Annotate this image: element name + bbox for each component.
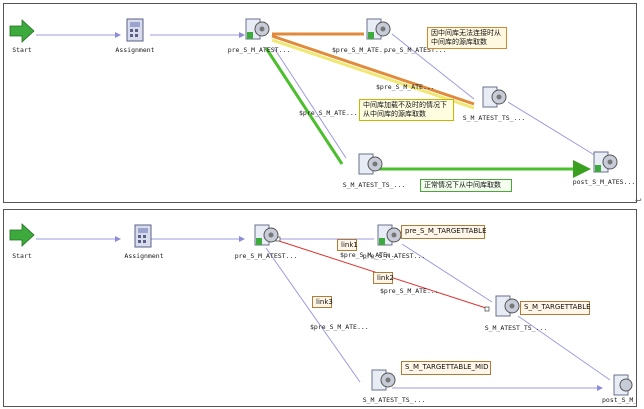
start-arrow-icon xyxy=(9,19,35,43)
bottom-label: S_M_ATEST_TS_... xyxy=(363,396,426,404)
link-pre2-mid[interactable] xyxy=(391,33,475,100)
link-pre2-mid[interactable] xyxy=(401,243,493,303)
link-pre-bottom[interactable] xyxy=(265,247,361,383)
pre-label: pre_S_M_ATEST... xyxy=(228,46,291,54)
link-pre-mid-orange[interactable] xyxy=(271,34,475,106)
start-node[interactable]: Start xyxy=(9,223,35,260)
session-node-pre[interactable]: pre_S_M_ATEST... xyxy=(235,224,298,260)
post-label: post_S_M_ATES... xyxy=(573,178,636,186)
annotation-link1: link1 xyxy=(337,239,358,251)
post-label: post_S_M_... xyxy=(602,396,636,404)
session-node-pre[interactable]: pre_S_M_ATEST... xyxy=(228,18,291,54)
annotation-green: 正常情况下从中间库取数 xyxy=(420,179,512,192)
pre2-label: $pre_S_M_ATE... xyxy=(332,46,391,54)
panel-edge-arrow-icon: ↩ xyxy=(635,196,642,205)
session-node-post[interactable]: post_S_M_ATES... xyxy=(573,151,636,186)
session-node-pre2[interactable]: $pre_S_M_ATE... pre_S_M_ATEST... xyxy=(332,18,447,54)
link-label-3: $pre_S_M_ATE... xyxy=(310,323,369,331)
workflow-canvas-top: Start Assignment pre_S_M_ATEST... $pre_S… xyxy=(3,3,637,203)
annotation-orange: 因中间库无法连接时从中间库的源库取数 xyxy=(427,27,507,49)
workflow-diagram-top: Start Assignment pre_S_M_ATEST... $pre_S… xyxy=(9,18,636,189)
link-label-1: $pre_S_M_ATE... xyxy=(340,251,399,259)
pre3-label: pre_S_M_ATEST... xyxy=(384,46,447,54)
bottom-label: S_M_ATEST_TS_... xyxy=(343,181,406,189)
session-node-mid[interactable]: S_M_ATEST_TS_... xyxy=(463,86,526,122)
workflow-canvas-bottom: Start Assignment pre_S_M_ATEST... pre_S_… xyxy=(3,209,637,407)
session-node-pre2[interactable]: pre_S_M_ATEST... xyxy=(363,224,426,260)
pre3-label: pre_S_M_ATEST... xyxy=(363,252,426,260)
link-pre-mid-yellow[interactable] xyxy=(271,38,475,110)
assignment-node[interactable]: Assignment xyxy=(124,224,164,260)
annotation-targettable2: S_M_TARGETTABLE xyxy=(520,301,591,315)
link-mid-post[interactable] xyxy=(517,315,611,381)
link-mid-post[interactable] xyxy=(507,101,597,157)
start-arrow-icon xyxy=(9,223,35,247)
mid-label: S_M_ATEST_TS_... xyxy=(485,324,548,332)
session-node-bottom[interactable]: S_M_ATEST_TS_... xyxy=(343,153,406,189)
pre-label: pre_S_M_ATEST... xyxy=(235,252,298,260)
annotation-yellow: 中间库加载不及时的情况下从中间库的源库取数 xyxy=(359,99,454,121)
assignment-node[interactable]: Assignment xyxy=(115,18,155,54)
mid-label: S_M_ATEST_TS_... xyxy=(463,114,526,122)
session-node-mid[interactable]: S_M_ATEST_TS_... xyxy=(485,295,548,332)
link-pre-bottom-thin[interactable] xyxy=(273,47,347,159)
annotation-link3: link3 xyxy=(312,296,333,308)
link-label-1: $pre_S_M_ATE... xyxy=(376,83,435,91)
start-label: Start xyxy=(12,252,32,260)
annotation-targettable1: pre_S_M_TARGETTABLE xyxy=(401,225,487,239)
annotation-targettable-mid: S_M_TARGETTABLE_MID xyxy=(401,361,491,375)
start-node[interactable]: Start xyxy=(9,18,35,54)
link-pre-bottom-green[interactable] xyxy=(264,47,344,165)
session-node-bottom[interactable]: S_M_ATEST_TS_... xyxy=(363,369,426,404)
link-label-2: $pre_S_M_ATE... xyxy=(299,109,358,117)
link-label-2: $pre_S_M_ATE... xyxy=(380,287,439,295)
assignment-label: Assignment xyxy=(124,252,163,260)
session-node-post[interactable]: post_S_M_... xyxy=(602,374,636,404)
assignment-label: Assignment xyxy=(115,46,154,54)
start-label: Start xyxy=(12,46,32,54)
annotation-link2: link2 xyxy=(373,272,394,284)
